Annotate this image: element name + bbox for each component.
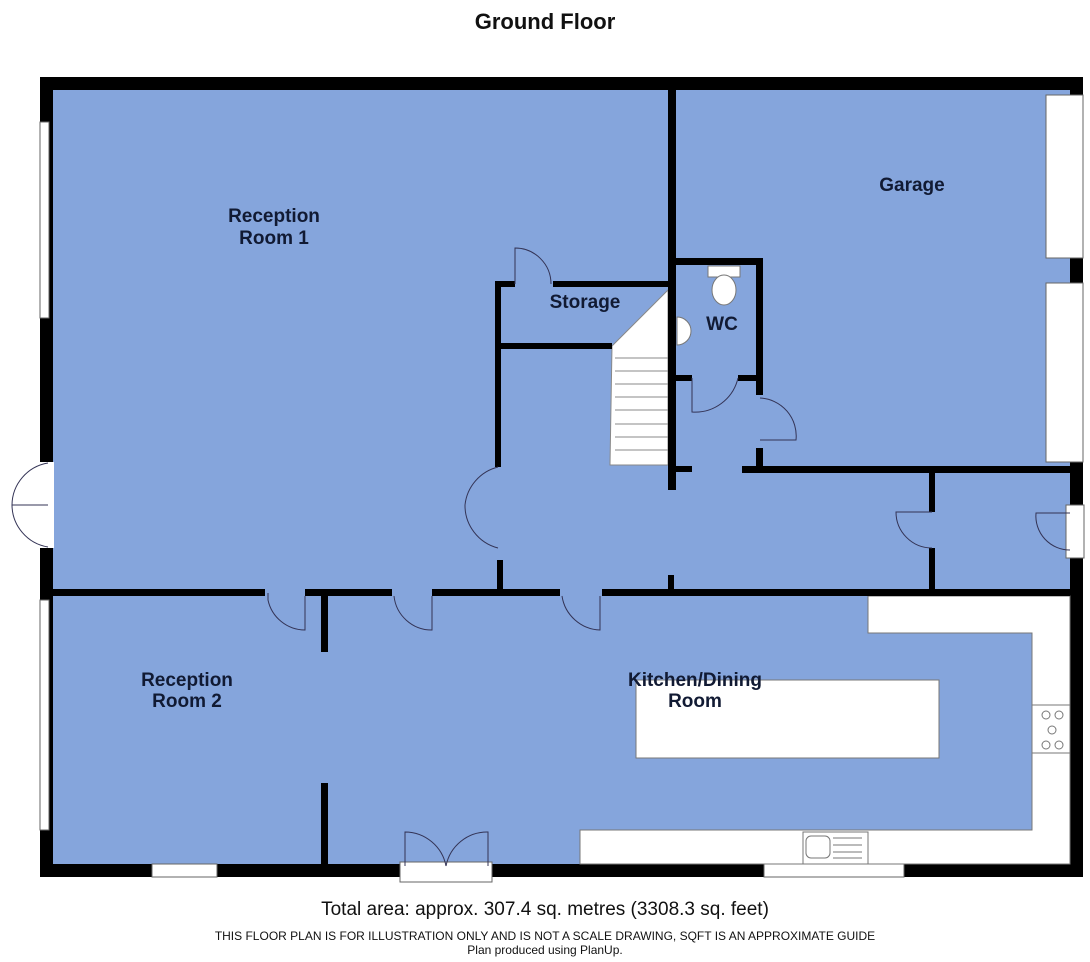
room-label-storage: Storage (550, 292, 621, 313)
total-area: Total area: approx. 307.4 sq. metres (33… (321, 899, 769, 920)
staircase (609, 288, 669, 466)
hob-icon (1031, 704, 1071, 754)
kitchen-island (635, 679, 940, 759)
basin-icon (676, 316, 692, 346)
room-label-wc: WC (706, 314, 738, 335)
sink-icon (802, 831, 869, 865)
internal-doors[interactable] (267, 247, 1071, 631)
room-label-garage: Garage (879, 175, 944, 196)
windows (39, 94, 1084, 878)
toilet-icon (707, 265, 741, 306)
french-doors-left[interactable] (11, 462, 49, 548)
front-doors[interactable] (404, 831, 489, 867)
internal-walls (53, 90, 1070, 864)
disclaimer: THIS FLOOR PLAN IS FOR ILLUSTRATION ONLY… (214, 929, 876, 943)
produced-by: Plan produced using PlanUp. (467, 943, 623, 957)
kitchen-worktops (579, 595, 1071, 865)
floor-title: Ground Floor (474, 9, 616, 34)
